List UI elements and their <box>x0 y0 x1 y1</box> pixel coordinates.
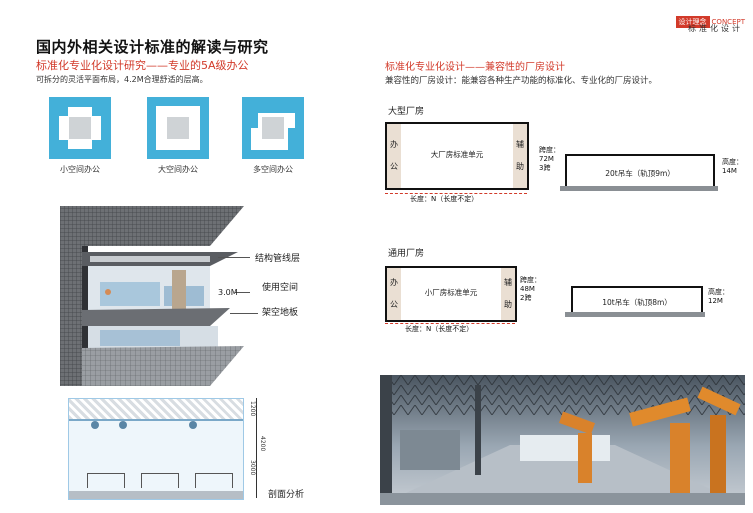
factory-subtitle: 标准化专业化设计——兼容性的厂房设计 <box>385 62 565 73</box>
office-label: 办公 <box>390 140 398 171</box>
badge-sub: 标准化设计 <box>688 24 743 33</box>
general-span-label: 跨度： 48M 2跨 <box>520 276 541 302</box>
general-factory-title: 通用厂房 <box>388 249 425 259</box>
small-unit-label: 小厂房标准单元 <box>424 288 478 297</box>
section-subtitle: 标准化专业化设计研究——专业的5A级办公 <box>36 59 249 72</box>
general-crane-label: 10t吊车（轨顶8m） <box>602 298 672 307</box>
large-unit-label: 大厂房标准单元 <box>430 150 484 159</box>
factory-description: 兼容性的厂房设计：能兼容各种生产功能的标准化、专业化的厂房设计。 <box>385 76 658 86</box>
large-factory-title: 大型厂房 <box>388 107 425 117</box>
aux-label: 辅助 <box>504 278 512 309</box>
badge-cn: 设计理念 <box>675 16 710 28</box>
general-crane-section: 10t吊车（轨顶8m） <box>571 286 703 314</box>
dim-text: 1200 <box>249 401 256 417</box>
general-factory-plan: 办公 辅助 小厂房标准单元 <box>385 266 517 322</box>
office-type-label: 大空间办公 <box>158 165 198 174</box>
building-section-illustration <box>60 206 244 386</box>
aux-label: 辅助 <box>516 140 524 171</box>
general-length-label: 长度：N（长度不定） <box>405 325 474 333</box>
annotation-raised-floor: 架空地板 <box>262 308 299 318</box>
large-crane-section: 20t吊车（轨顶9m） <box>565 154 715 188</box>
section-drawing <box>68 398 244 500</box>
office-type-label: 多空间办公 <box>253 165 293 174</box>
office-label: 办公 <box>390 278 398 309</box>
section-analysis-label: 剖面分析 <box>268 490 305 500</box>
dim-text: 3000 <box>249 460 256 476</box>
badge-en: CONCEPT <box>711 18 745 26</box>
large-height-label: 高度： 14M <box>722 158 743 175</box>
section-description: 可拆分的灵活平面布局，4.2M合理舒适的层高。 <box>36 75 208 84</box>
large-factory-plan: 办公 辅助 大厂房标准单元 <box>385 122 529 190</box>
large-crane-label: 20t吊车（轨顶9m） <box>605 169 675 178</box>
large-span-label: 跨度： 72M 3跨 <box>539 146 560 172</box>
office-type-label: 小空间办公 <box>60 165 100 174</box>
annotation-usage-space: 使用空间 <box>262 283 299 293</box>
large-length-label: 长度：N（长度不定） <box>410 195 479 203</box>
small-space-office-icon <box>49 97 111 159</box>
annotation-structure-layer: 结构管线层 <box>255 254 301 264</box>
dim-text: 4200 <box>259 436 266 452</box>
height-label: 3.0M <box>218 288 238 297</box>
multi-space-office-icon <box>242 97 304 159</box>
general-height-label: 高度： 12M <box>708 288 729 305</box>
large-space-office-icon <box>147 97 209 159</box>
factory-interior-photo <box>380 375 745 505</box>
page-title: 国内外相关设计标准的解读与研究 <box>36 38 269 56</box>
